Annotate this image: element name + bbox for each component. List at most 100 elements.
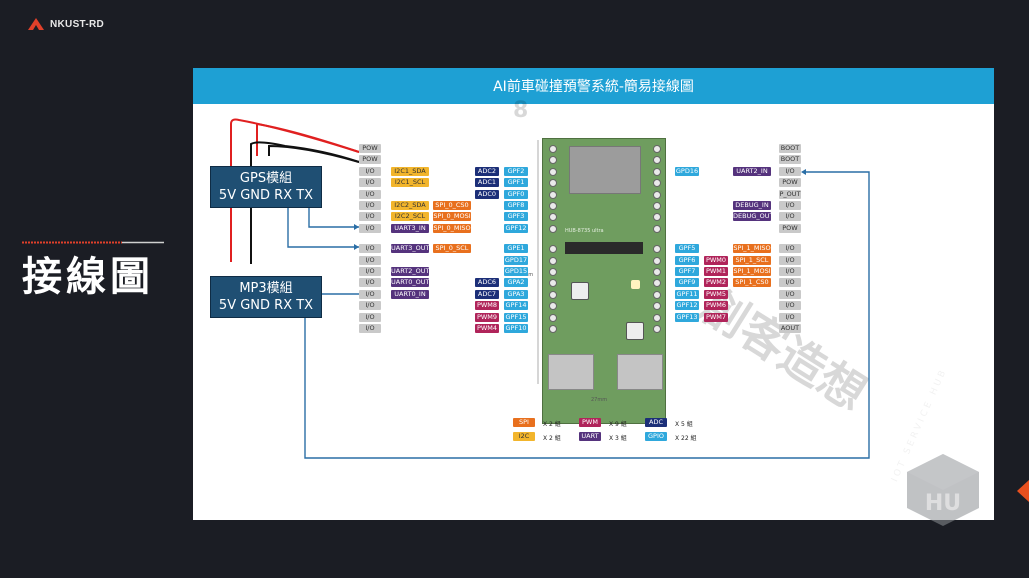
triangle-logo-icon bbox=[28, 18, 44, 30]
right-header-hole bbox=[653, 213, 661, 222]
hub-cube-logo-icon: HU bbox=[907, 454, 979, 526]
left-header-hole bbox=[549, 245, 557, 254]
board-width-dim: 27mm bbox=[591, 397, 608, 403]
right-pin-gpio: GPF12 bbox=[675, 301, 699, 311]
left-header-hole bbox=[549, 145, 557, 153]
right-pin-io: I/O bbox=[779, 267, 801, 276]
right-pin-io: POW bbox=[779, 223, 801, 233]
board-label: HUB-8735 ultra bbox=[565, 228, 604, 234]
reset-button-icon bbox=[571, 282, 589, 300]
right-pin-io: I/O bbox=[779, 166, 801, 176]
right-pin-gpio: GPF5 bbox=[675, 244, 699, 254]
legend-count: X 2 組 bbox=[543, 435, 561, 442]
right-pin-io: BOOT bbox=[779, 144, 801, 153]
legend-tag: I2C bbox=[513, 432, 535, 441]
right-pin-alt: PWM2 bbox=[704, 278, 728, 288]
brand: NKUST-RD bbox=[28, 18, 104, 30]
left-pin-alt: ADC6 bbox=[475, 278, 499, 288]
gps-module: GPS模組 5V GND RX TX bbox=[210, 166, 322, 208]
watermark-number: 8 bbox=[513, 98, 529, 123]
gps-tx-wire bbox=[287, 206, 359, 248]
right-pin-func: DEBUG_OUT bbox=[733, 212, 771, 222]
left-pin-gpio: GPF1 bbox=[504, 178, 528, 188]
legend-tag: GPIO bbox=[645, 432, 667, 441]
right-header-hole bbox=[653, 190, 661, 199]
right-header-hole bbox=[653, 256, 661, 265]
left-pin-io: I/O bbox=[359, 244, 381, 254]
legend-tag: PWM bbox=[579, 418, 601, 427]
left-pin-alt: ADC0 bbox=[475, 189, 499, 199]
left-pin-gpio: GPF2 bbox=[504, 166, 528, 176]
left-header-hole bbox=[549, 290, 557, 299]
gps-module-pins: 5V GND RX TX bbox=[218, 188, 314, 203]
left-header-hole bbox=[549, 313, 557, 322]
right-pin-gpio: GPF11 bbox=[675, 289, 699, 299]
mp3-module: MP3模組 5V GND RX TX bbox=[210, 276, 322, 318]
left-pin-alt: ADC1 bbox=[475, 178, 499, 188]
left-pin-io: I/O bbox=[359, 255, 381, 265]
right-pin-func: SPI_1_CS0 bbox=[733, 278, 771, 288]
left-pin-io: I/O bbox=[359, 201, 381, 210]
left-pin-func: I2C1_SCL bbox=[391, 178, 429, 188]
left-pin-io: I/O bbox=[359, 267, 381, 276]
left-pin-func2: SPI_0_CS0 bbox=[433, 201, 471, 210]
left-pin-func2: SPI_0_MOSI bbox=[433, 212, 471, 222]
left-pin-gpio: GPD15 bbox=[504, 267, 528, 276]
legend-count: X 9 組 bbox=[609, 421, 627, 428]
right-header-hole bbox=[653, 167, 661, 176]
right-pin-io: I/O bbox=[779, 312, 801, 322]
left-pin-io: I/O bbox=[359, 312, 381, 322]
right-pin-io: I/O bbox=[779, 244, 801, 254]
right-header-hole bbox=[653, 325, 661, 333]
right-pin-alt: PWM0 bbox=[704, 255, 728, 265]
left-pin-io: POW bbox=[359, 155, 381, 165]
left-header-hole bbox=[549, 202, 557, 210]
left-pin-io: I/O bbox=[359, 166, 381, 176]
right-pin-gpio: GPF13 bbox=[675, 312, 699, 322]
left-pin-io: I/O bbox=[359, 289, 381, 299]
left-pin-io: I/O bbox=[359, 278, 381, 288]
sd-card-slot bbox=[569, 146, 641, 194]
usb-port-right-icon bbox=[617, 354, 663, 390]
left-pin-io: I/O bbox=[359, 301, 381, 311]
legend-count: X 22 組 bbox=[675, 435, 697, 442]
right-pin-io: P_OUT bbox=[779, 189, 801, 199]
left-pin-func: UART3_OUT bbox=[391, 244, 429, 254]
right-header-hole bbox=[653, 202, 661, 210]
left-pin-gpio: GPF10 bbox=[504, 324, 528, 333]
right-pin-io: I/O bbox=[779, 255, 801, 265]
left-header-hole bbox=[549, 224, 557, 233]
left-pin-gpio: GPA2 bbox=[504, 278, 528, 288]
sidebar-title: 接線圖 bbox=[22, 254, 154, 300]
right-header-hole bbox=[653, 179, 661, 188]
left-pin-gpio: GPF12 bbox=[504, 223, 528, 233]
left-pin-gpio: GPE1 bbox=[504, 244, 528, 254]
left-pin-io: I/O bbox=[359, 178, 381, 188]
next-arrow-icon[interactable] bbox=[1017, 480, 1029, 502]
right-header-hole bbox=[653, 302, 661, 311]
legend-tag: SPI bbox=[513, 418, 535, 427]
left-pin-func: UART3_IN bbox=[391, 223, 429, 233]
right-pin-io: AOUT bbox=[779, 324, 801, 333]
left-pin-alt: ADC2 bbox=[475, 166, 499, 176]
right-pin-func: SPI_1_MISO bbox=[733, 244, 771, 254]
left-pin-io: I/O bbox=[359, 189, 381, 199]
left-pin-io: POW bbox=[359, 144, 381, 153]
right-pin-func: UART2_IN bbox=[733, 166, 771, 176]
right-header-hole bbox=[653, 156, 661, 165]
left-pin-io: I/O bbox=[359, 324, 381, 333]
led-icon bbox=[631, 280, 640, 289]
left-header-hole bbox=[549, 256, 557, 265]
wiring-diagram: 8 創客造想 GPS模組 5V GND RX TX MP3模組 5V GND R… bbox=[193, 98, 994, 520]
right-pin-alt: PWM6 bbox=[704, 301, 728, 311]
right-pin-io: POW bbox=[779, 178, 801, 188]
left-header-hole bbox=[549, 325, 557, 333]
right-pin-io: I/O bbox=[779, 278, 801, 288]
black-wire-gps bbox=[268, 144, 360, 163]
slide-title: AI前車碰撞預警系統-簡易接線圖 bbox=[193, 68, 994, 104]
right-pin-io: I/O bbox=[779, 289, 801, 299]
right-pin-io: BOOT bbox=[779, 155, 801, 165]
right-pin-alt: PWM5 bbox=[704, 289, 728, 299]
left-pin-gpio: GPD17 bbox=[504, 255, 528, 265]
left-pin-alt: PWM4 bbox=[475, 324, 499, 333]
